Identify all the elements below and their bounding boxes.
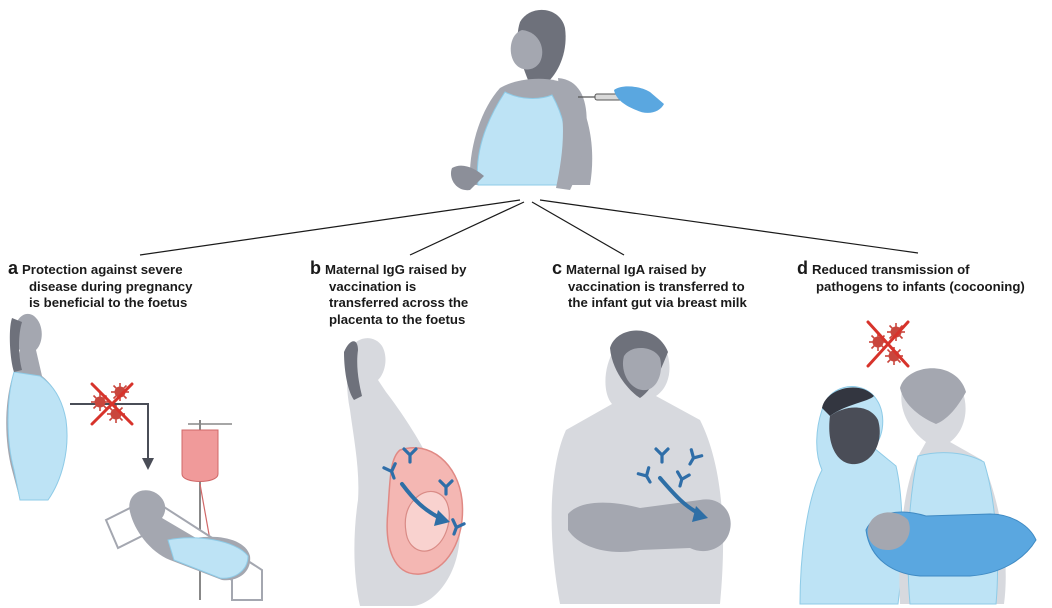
panel-c-line-3: the infant gut via breast milk [568, 295, 747, 310]
panel-b-line-2: vaccination is [329, 278, 417, 294]
panel-a-line-2: disease during pregnancy [29, 278, 193, 294]
mother-arm [556, 78, 587, 190]
arrow-icon [400, 482, 442, 520]
panel-c-line-2: vaccination is transferred to [568, 278, 745, 294]
mother-face [510, 30, 543, 70]
panel-d-letter: d [797, 258, 808, 278]
panel-b-letter: b [310, 258, 321, 278]
panel-d-line-2: pathogens to infants (cocooning) [816, 278, 1025, 294]
cross-out-icon [866, 320, 910, 368]
panel-b-illustration [344, 338, 466, 606]
panel-a-letter: a [8, 258, 19, 278]
arrow-icon [70, 403, 149, 462]
panel-b-line-3: transferred across the [329, 295, 469, 310]
panel-d-caption: d Reduced transmission of pathogens to in… [797, 258, 1025, 295]
panel-b-line-4: placenta to the foetus [329, 311, 466, 327]
panel-c-line-1: Maternal IgA raised by [566, 262, 707, 277]
panel-d-illustration [799, 320, 1037, 605]
panel-c-letter: c [552, 258, 563, 278]
panel-c-illustration [551, 330, 731, 604]
panel-a-line-1: Protection against severe [22, 262, 183, 277]
infant [568, 499, 731, 552]
mother-hand-belly [450, 165, 484, 191]
panel-b-caption: b Maternal IgG raised by vaccination is t… [310, 258, 469, 328]
foetus [404, 490, 450, 552]
gloved-hand [614, 86, 664, 113]
vaccination-scene [450, 9, 664, 191]
panel-b-line-1: Maternal IgG raised by [325, 262, 467, 277]
cross-out-icon [90, 382, 134, 426]
panel-a-line-3: is beneficial to the foetus [29, 295, 188, 310]
connector-lines [139, 199, 919, 256]
panel-d-line-1: Reduced transmission of [812, 262, 970, 277]
panel-a-illustration [6, 313, 263, 601]
